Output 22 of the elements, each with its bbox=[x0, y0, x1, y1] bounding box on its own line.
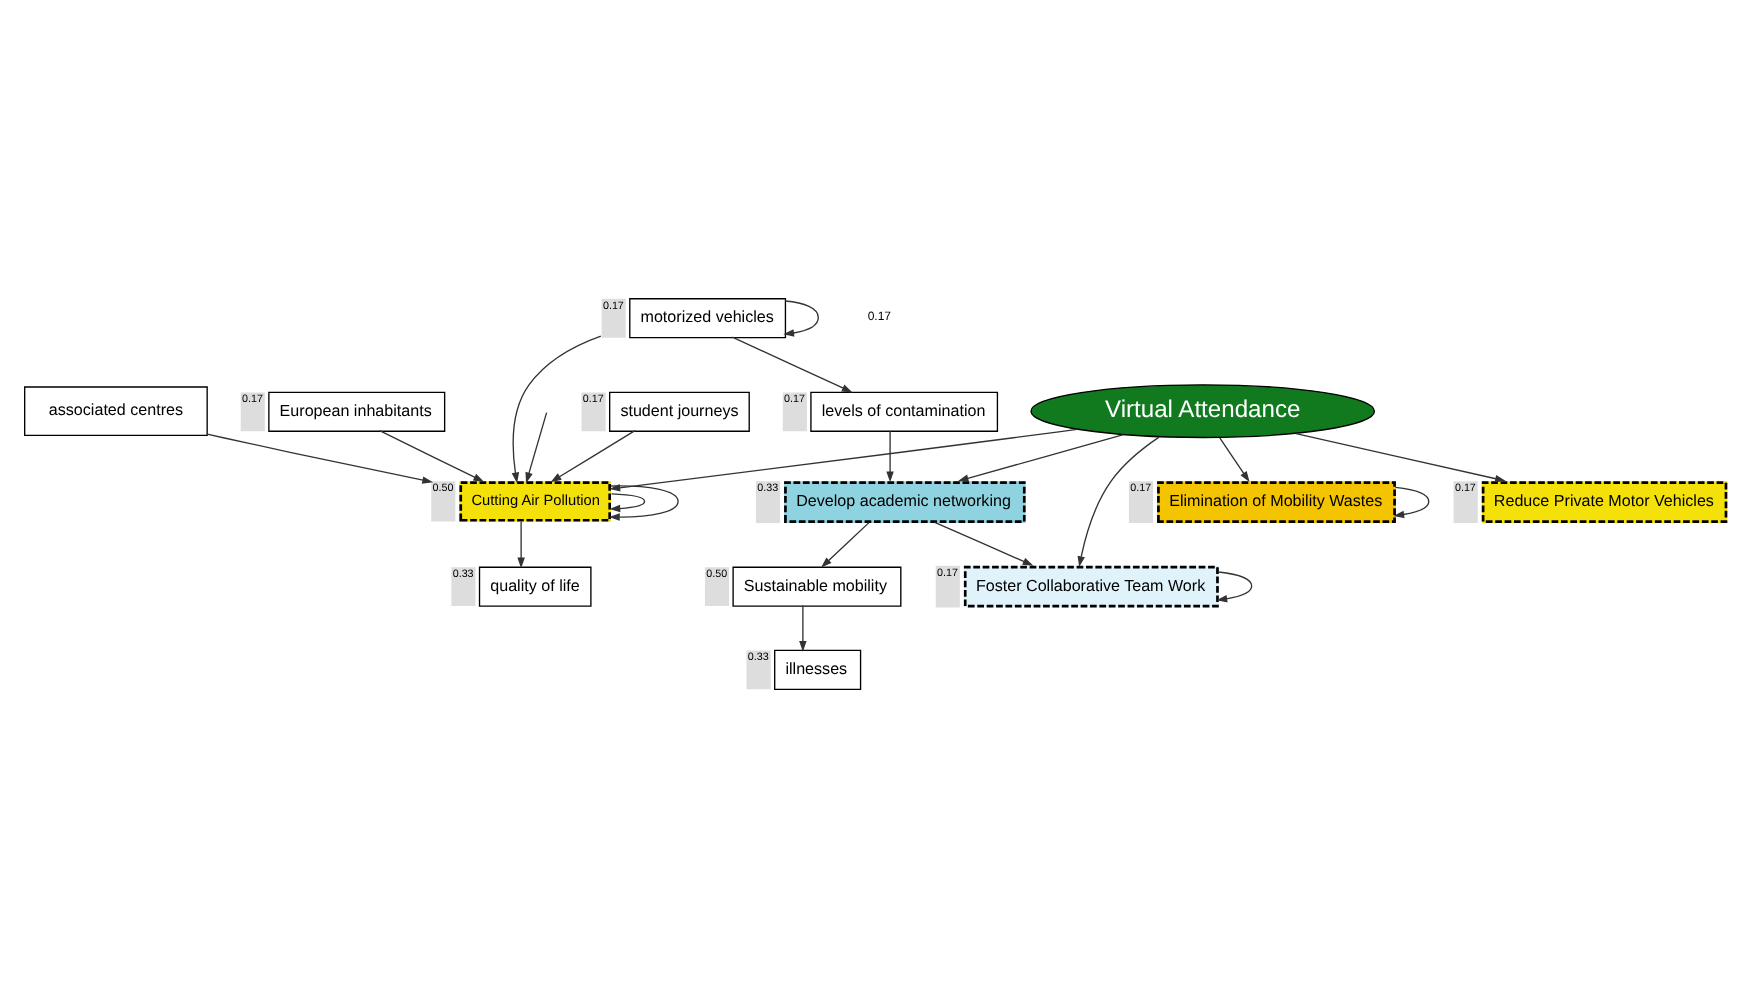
arrow bbox=[609, 493, 646, 513]
arrow bbox=[378, 430, 485, 482]
arrow bbox=[731, 336, 853, 393]
arrow bbox=[609, 485, 679, 521]
arrow bbox=[1216, 571, 1253, 603]
arrow bbox=[206, 433, 434, 484]
arrow bbox=[1077, 436, 1160, 567]
arrow bbox=[934, 521, 1034, 566]
arrow bbox=[525, 411, 548, 484]
node-ellipse: Virtual Attendance bbox=[1030, 384, 1376, 439]
arrow bbox=[517, 521, 525, 569]
arrow bbox=[799, 604, 807, 652]
arrow bbox=[957, 434, 1125, 482]
arrow bbox=[783, 300, 819, 337]
arrow bbox=[1219, 437, 1250, 483]
arrow bbox=[511, 335, 602, 484]
arrow bbox=[886, 430, 894, 483]
arrow bbox=[550, 430, 636, 483]
arrow bbox=[1295, 432, 1506, 483]
arrow bbox=[821, 521, 870, 568]
arrow bbox=[609, 428, 1078, 492]
arrow bbox=[1393, 486, 1430, 519]
